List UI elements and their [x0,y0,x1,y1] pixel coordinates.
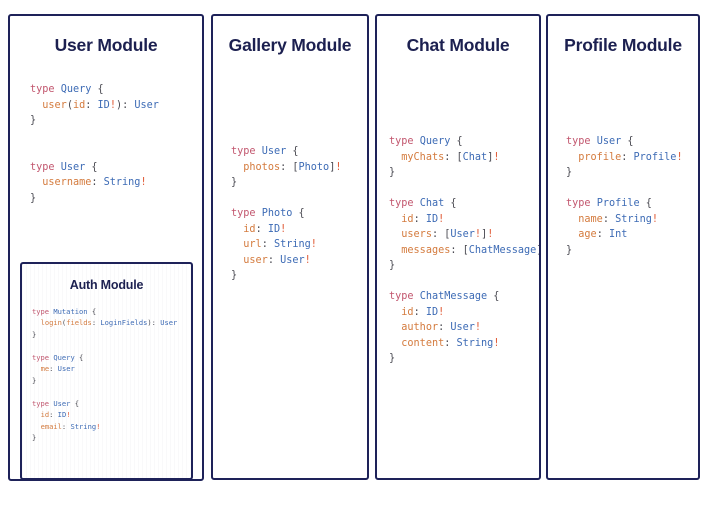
module-title-user: User Module [54,35,158,55]
schema-code-profile: type User { profile: Profile! } type Pro… [566,136,683,256]
schema-code-chat: type Query { myChats: [Chat]! } type Cha… [389,136,539,364]
schema-code-auth: type Mutation { login(fields: LoginField… [32,307,178,443]
module-card-gallery[interactable]: Gallery Module type User { photos: [Phot… [211,14,369,480]
schema-code-gallery: type User { photos: [Photo]! } type Phot… [231,146,342,281]
module-title-auth: Auth Module [69,278,144,292]
module-title-profile: Profile Module [564,35,682,55]
module-title-gallery: Gallery Module [228,35,352,55]
module-card-chat[interactable]: Chat Module type Query { myChats: [Chat]… [375,14,541,480]
module-card-profile[interactable]: Profile Module type User { profile: Prof… [546,14,700,480]
module-card-user[interactable]: User Module type Query { user(id: ID!): … [8,14,204,481]
module-card-auth[interactable]: Auth Module type Mutation { login(fields… [20,262,193,479]
schema-code-user: type Query { user(id: ID!): User } type … [30,84,159,204]
module-title-chat: Chat Module [406,35,510,55]
